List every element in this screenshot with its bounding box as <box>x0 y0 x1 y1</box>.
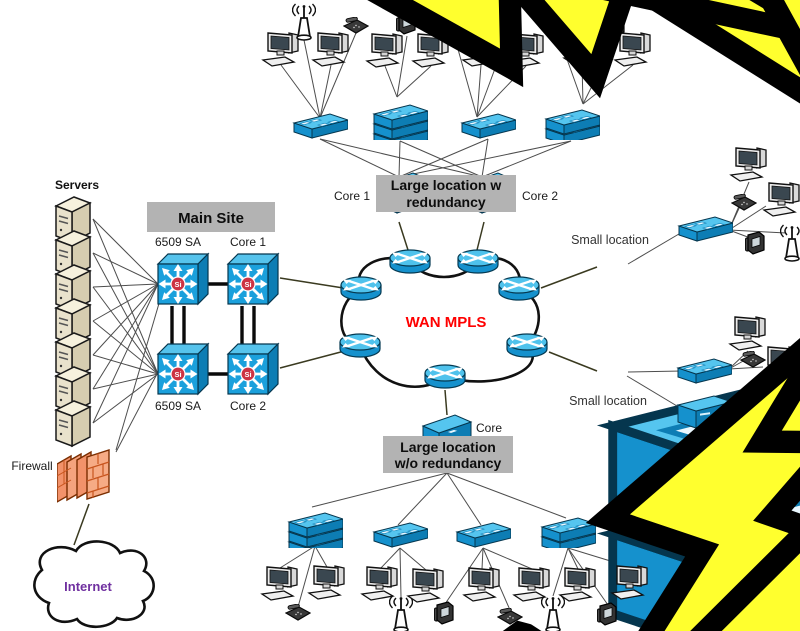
redundant-banner-line2: redundancy <box>406 194 486 210</box>
small-location-label: Small location <box>571 233 649 247</box>
switch-label: 6509 SA <box>155 235 201 249</box>
switch-icon <box>677 358 732 384</box>
wall-phone-icon <box>434 601 454 625</box>
redundant-banner <box>376 175 516 212</box>
phone-icon <box>740 351 766 368</box>
si-badge-label: Si <box>244 280 251 289</box>
switch-icon <box>456 522 511 548</box>
internet-label: Internet <box>64 579 112 594</box>
computer-icon <box>366 33 403 68</box>
multilayer-switch-icon <box>226 342 280 396</box>
phone-icon <box>285 604 311 621</box>
main-site-banner <box>147 202 275 232</box>
computer-icon <box>559 567 596 602</box>
switch-stack-icon <box>289 513 343 557</box>
phone-icon <box>731 194 757 211</box>
wan-label: WAN MPLS <box>406 314 487 331</box>
switch-stack-icon <box>374 105 428 149</box>
switch-icon <box>373 522 428 548</box>
server-uplink-lines <box>92 218 161 453</box>
wall-phone-icon <box>745 231 765 255</box>
switch-icon <box>293 113 348 139</box>
router-icon <box>338 333 382 359</box>
switch-icon <box>461 113 516 139</box>
redundant-crossconnect-lines <box>319 138 572 178</box>
computer-icon <box>262 32 299 67</box>
nonredundant-banner <box>383 436 513 473</box>
computer-icon <box>261 566 298 601</box>
core-label: Core <box>476 421 502 435</box>
main-site-group: Servers Main Site 6509 SA Core 1 Si Si S… <box>11 178 280 629</box>
computer-icon <box>463 567 500 602</box>
multilayer-switch-icon <box>156 252 210 306</box>
servers-label: Servers <box>55 178 99 192</box>
si-badge-label: Si <box>244 370 251 379</box>
wall-phone-icon <box>597 602 617 626</box>
computer-icon <box>407 568 444 603</box>
wan-cloud-group: WAN MPLS <box>338 249 549 390</box>
router-icon <box>497 276 541 302</box>
redundant-banner-line1: Large location w <box>391 177 502 193</box>
computer-icon <box>312 32 349 67</box>
main-site-label: Main Site <box>178 210 244 227</box>
router-icon <box>339 276 383 302</box>
access-point-icon <box>541 595 565 631</box>
multilayer-switch-icon <box>226 252 280 306</box>
computer-icon <box>308 565 345 600</box>
si-badge-label: Si <box>174 280 181 289</box>
access-point-icon <box>780 224 800 262</box>
nonredundant-fan-lines <box>311 472 567 526</box>
access-point-icon <box>389 595 413 631</box>
internet-cloud <box>33 540 155 629</box>
computer-icon <box>730 147 767 182</box>
firewall-label: Firewall <box>11 459 52 473</box>
router-icon <box>423 364 467 390</box>
computer-icon <box>611 565 648 600</box>
large-location-nonredundant-group: Core Large location w/o redundancy <box>261 414 648 631</box>
computer-icon <box>763 182 800 217</box>
phone-icon <box>343 17 369 34</box>
computer-icon <box>361 566 398 601</box>
router-icon <box>456 249 500 275</box>
nonredundant-banner-line1: Large location <box>400 439 496 455</box>
core1-label: Core 1 <box>334 189 370 203</box>
server-icon <box>55 400 91 447</box>
si-badge-label: Si <box>174 370 181 379</box>
small-location-label: Small location <box>569 394 647 408</box>
switch-label: Core 1 <box>230 235 266 249</box>
nonredundant-banner-line2: w/o redundancy <box>394 455 502 471</box>
computer-icon <box>729 316 766 351</box>
small-location-upper-group: Small location <box>571 147 800 559</box>
switch-stack-icon <box>546 110 600 144</box>
switch-label: Core 2 <box>230 399 266 413</box>
switch-icon <box>678 216 733 242</box>
large-location-redundant-group: Large location w redundancy Core 1 Core … <box>262 2 651 214</box>
firewall-icon <box>57 449 110 503</box>
router-icon <box>505 333 549 359</box>
router-icon <box>388 249 432 275</box>
multilayer-switch-icon <box>156 342 210 396</box>
small-location-lower-group: Small location <box>569 316 800 631</box>
core2-label: Core 2 <box>522 189 558 203</box>
switch-label: 6509 SA <box>155 399 201 413</box>
